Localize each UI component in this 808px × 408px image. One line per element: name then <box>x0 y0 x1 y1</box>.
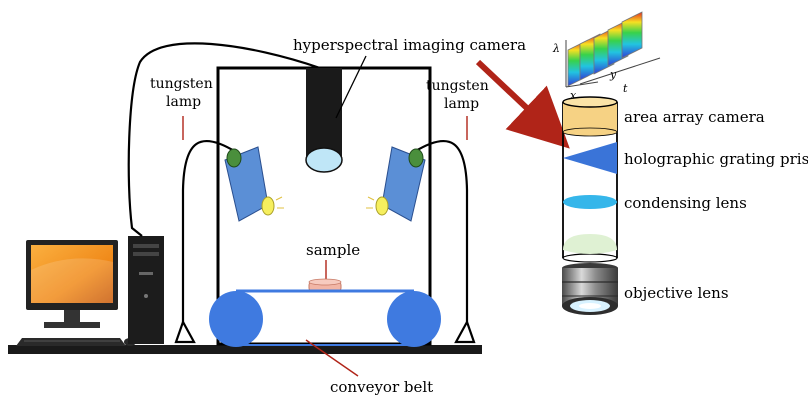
left-lamp-stand <box>174 116 237 344</box>
computer-monitor <box>26 240 118 328</box>
pointer-arrow <box>475 59 570 149</box>
label-objective: objective lens <box>624 284 729 302</box>
left-tungsten-lamp <box>224 146 284 222</box>
label-lamp-right-1: tungsten <box>426 78 489 94</box>
axis-t: t <box>623 82 628 95</box>
label-camera: hyperspectral imaging camera <box>293 36 526 54</box>
area-array-camera <box>562 96 618 137</box>
keyboard <box>16 338 126 346</box>
label-conveyor: conveyor belt <box>330 378 433 396</box>
data-cube <box>565 11 661 88</box>
right-tungsten-lamp <box>366 146 426 222</box>
label-sample: sample <box>306 241 360 259</box>
label-grating: holographic grating prism <box>624 150 808 168</box>
label-lamp-right-2: lamp <box>444 96 479 112</box>
right-lamp-stand <box>413 116 476 344</box>
pc-tower <box>128 236 164 344</box>
holographic-grating-prism <box>563 142 617 174</box>
conveyor-belt <box>209 289 441 347</box>
inner-lens <box>563 234 617 254</box>
condensing-lens <box>563 195 617 209</box>
hyperspectral-camera <box>305 68 343 173</box>
axis-y: y <box>609 68 617 81</box>
axis-x: x <box>570 89 577 102</box>
data-cable <box>127 42 321 237</box>
label-condensing: condensing lens <box>624 194 747 212</box>
label-lamp-left-1: tungsten <box>150 76 213 92</box>
objective-lens <box>562 263 618 315</box>
label-area-array: area array camera <box>624 108 765 126</box>
leader-conveyor <box>305 339 359 377</box>
sample-dish <box>308 278 342 292</box>
roller-right <box>387 291 441 347</box>
ground-bar <box>8 345 482 354</box>
roller-left <box>209 291 263 347</box>
label-lamp-left-2: lamp <box>166 94 201 110</box>
axis-lambda: λ <box>552 42 560 55</box>
leader-camera <box>335 55 367 119</box>
